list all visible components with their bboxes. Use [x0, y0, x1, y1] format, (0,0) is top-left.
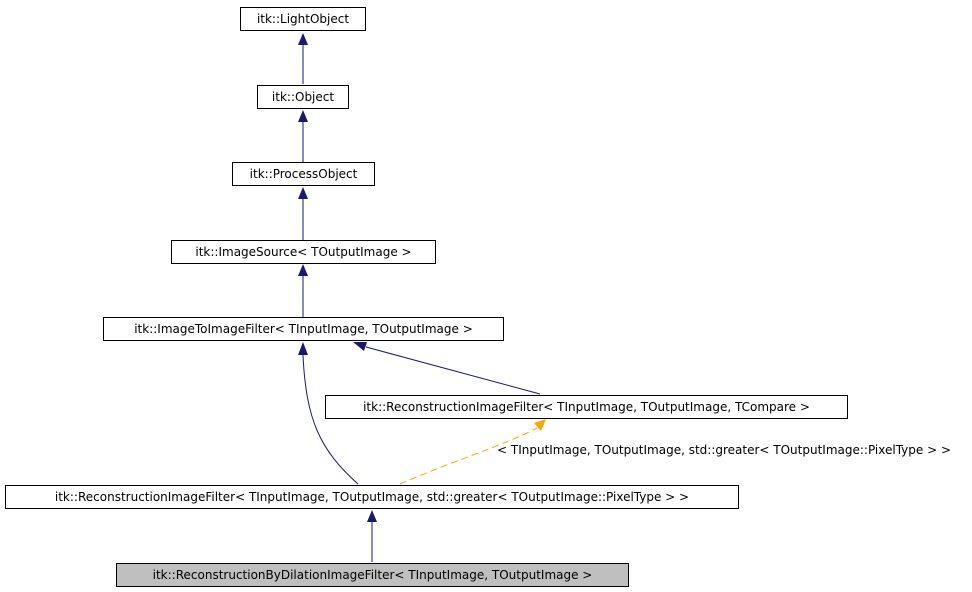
node-reconstruction-image-filter-greater[interactable]: itk::ReconstructionImageFilter< TInputIm…	[5, 485, 739, 509]
edge-dilation-reconstruction-greater-arrowhead	[367, 510, 377, 522]
node-reconstruction-by-dilation-image-filter: itk::ReconstructionByDilationImageFilter…	[116, 563, 629, 587]
edge-template-instance	[399, 427, 538, 485]
node-process-object[interactable]: itk::ProcessObject	[232, 162, 375, 186]
edge-reconstruction-template-imagetoimage-arrowhead	[353, 342, 367, 351]
node-image-source[interactable]: itk::ImageSource< TOutputImage >	[171, 240, 436, 264]
edge-reconstruction-greater-imagetoimage-arrowhead	[298, 342, 308, 355]
edge-processobject-object-arrowhead	[298, 110, 308, 122]
edge-reconstruction-template-imagetoimage	[365, 346, 541, 395]
edge-reconstruction-greater-imagetoimage	[302, 354, 359, 485]
edge-imagetoimage-imagesource-arrowhead	[298, 264, 308, 276]
node-object[interactable]: itk::Object	[257, 85, 349, 109]
node-light-object[interactable]: itk::LightObject	[240, 7, 366, 31]
template-edge-label: < TInputImage, TOutputImage, std::greate…	[497, 443, 952, 457]
edge-object-lightobject-arrowhead	[298, 33, 308, 45]
edge-imagesource-processobject-arrowhead	[298, 187, 308, 199]
node-reconstruction-image-filter-template[interactable]: itk::ReconstructionImageFilter< TInputIm…	[325, 395, 848, 419]
edge-template-instance-arrowhead	[534, 419, 546, 431]
node-image-to-image-filter[interactable]: itk::ImageToImageFilter< TInputImage, TO…	[103, 317, 504, 341]
